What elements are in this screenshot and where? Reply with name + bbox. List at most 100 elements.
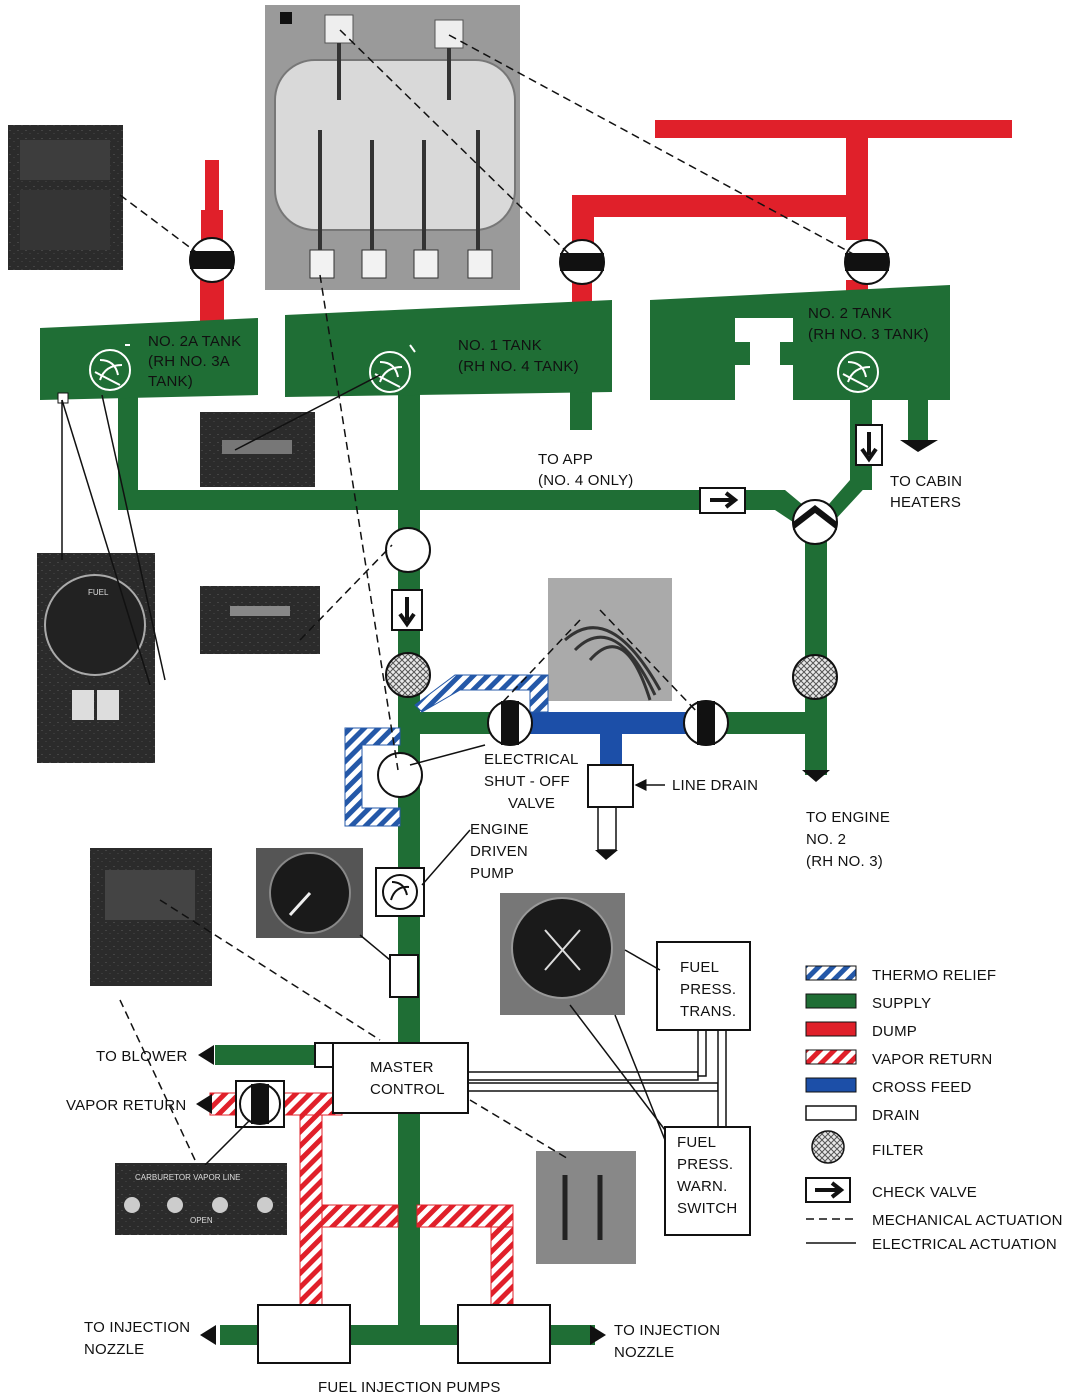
svg-text:TO APP: TO APP bbox=[538, 451, 593, 468]
electrical-actuation-lines bbox=[61, 374, 666, 1166]
photo-dump-panel bbox=[8, 125, 123, 270]
svg-text:NO. 2 TANK: NO. 2 TANK bbox=[808, 305, 892, 322]
fuel-injection-pumps bbox=[257, 1304, 551, 1364]
photo-warn-switch-levers bbox=[536, 1151, 636, 1264]
svg-text:HEATERS: HEATERS bbox=[890, 494, 961, 511]
legend-item-vapor-return: VAPOR RETURN bbox=[805, 1049, 992, 1068]
tank-1 bbox=[285, 300, 612, 397]
svg-text:MASTER: MASTER bbox=[370, 1059, 434, 1076]
svg-text:SHUT - OFF: SHUT - OFF bbox=[484, 773, 570, 790]
legend-item-check-valve: CHECK VALVE bbox=[805, 1177, 977, 1203]
svg-text:(RH NO. 3A: (RH NO. 3A bbox=[148, 353, 230, 370]
svg-text:ENGINE: ENGINE bbox=[470, 821, 529, 838]
svg-text:TO INJECTION: TO INJECTION bbox=[84, 1319, 190, 1336]
svg-text:PUMP: PUMP bbox=[470, 865, 514, 882]
svg-text:VAPOR RETURN: VAPOR RETURN bbox=[872, 1051, 992, 1068]
cross-feed-valve-icon bbox=[487, 700, 729, 746]
dump-lines bbox=[200, 120, 1012, 330]
label-engine-driven-pump: ENGINE DRIVEN PUMP bbox=[470, 821, 529, 882]
svg-text:ELECTRICAL: ELECTRICAL bbox=[484, 751, 579, 768]
svg-text:MECHANICAL ACTUATION: MECHANICAL ACTUATION bbox=[872, 1212, 1063, 1229]
filter-icon bbox=[385, 652, 838, 700]
svg-text:NOZZLE: NOZZLE bbox=[614, 1344, 674, 1361]
line-drain-box bbox=[587, 764, 634, 860]
svg-text:DRIVEN: DRIVEN bbox=[470, 843, 528, 860]
cross-feed-lines bbox=[530, 712, 690, 767]
legend-item-filter: FILTER bbox=[811, 1130, 924, 1164]
label-vapor-return: VAPOR RETURN bbox=[66, 1097, 186, 1114]
svg-text:FUEL: FUEL bbox=[680, 959, 719, 976]
svg-text:NOZZLE: NOZZLE bbox=[84, 1341, 144, 1358]
master-control-box: MASTER CONTROL bbox=[314, 1042, 469, 1114]
legend-item-mechanical-actuation: MECHANICAL ACTUATION bbox=[806, 1212, 1063, 1229]
label-to-engine: TO ENGINE NO. 2 (RH NO. 3) bbox=[806, 809, 890, 870]
label-to-injection-nozzle-left: TO INJECTION NOZZLE bbox=[84, 1319, 190, 1358]
photo-carburetor-vapor-panel: CARBURETOR VAPOR LINE OPEN bbox=[115, 1163, 287, 1235]
svg-text:(RH NO. 4 TANK): (RH NO. 4 TANK) bbox=[458, 358, 579, 375]
label-to-blower: TO BLOWER bbox=[96, 1048, 188, 1065]
photo-switch-panel-1 bbox=[200, 412, 315, 487]
carb-panel-label: CARBURETOR VAPOR LINE bbox=[135, 1173, 241, 1182]
photo-crossfeed-levers bbox=[548, 578, 672, 701]
engine-driven-pump-icon bbox=[375, 867, 425, 917]
photo-relay-panel bbox=[90, 848, 212, 986]
legend-item-dump: DUMP bbox=[805, 1021, 917, 1040]
svg-text:(RH NO. 3 TANK): (RH NO. 3 TANK) bbox=[808, 326, 929, 343]
fuel-press-warn-switch-box: FUEL PRESS. WARN. SWITCH bbox=[664, 1126, 751, 1236]
photo-pressure-gauge bbox=[256, 848, 363, 938]
svg-text:DRAIN: DRAIN bbox=[872, 1107, 920, 1124]
legend-item-electrical-actuation: ELECTRICAL ACTUATION bbox=[806, 1236, 1057, 1253]
legend-item-supply: SUPPLY bbox=[805, 993, 931, 1012]
selector-valve-icon bbox=[792, 499, 838, 545]
label-fuel-injection-pumps: FUEL INJECTION PUMPS bbox=[318, 1379, 501, 1396]
svg-text:(NO. 4 ONLY): (NO. 4 ONLY) bbox=[538, 472, 633, 489]
tank-2-label: NO. 2 TANK (RH NO. 3 TANK) bbox=[808, 305, 929, 343]
svg-text:WARN.: WARN. bbox=[677, 1178, 727, 1195]
fuel-gauge-title: FUEL bbox=[88, 588, 109, 597]
svg-text:THERMO RELIEF: THERMO RELIEF bbox=[872, 967, 996, 984]
mechanical-actuation-lines bbox=[119, 29, 856, 1161]
svg-text:NO. 2A TANK: NO. 2A TANK bbox=[148, 333, 241, 350]
legend-item-cross-feed: CROSS FEED bbox=[805, 1077, 972, 1096]
carb-panel-open: OPEN bbox=[190, 1216, 213, 1225]
svg-text:CHECK VALVE: CHECK VALVE bbox=[872, 1184, 977, 1201]
svg-text:TRANS.: TRANS. bbox=[680, 1003, 736, 1020]
svg-text:TO CABIN: TO CABIN bbox=[890, 473, 962, 490]
photo-throttle-quadrant bbox=[265, 5, 520, 290]
label-to-injection-nozzle-right: TO INJECTION NOZZLE bbox=[614, 1322, 720, 1361]
tank-1-label: NO. 1 TANK (RH NO. 4 TANK) bbox=[458, 337, 579, 375]
svg-text:NO. 2: NO. 2 bbox=[806, 831, 846, 848]
check-valve-icon bbox=[391, 424, 883, 631]
svg-text:FUEL: FUEL bbox=[677, 1134, 716, 1151]
svg-text:TO INJECTION: TO INJECTION bbox=[614, 1322, 720, 1339]
photo-fuel-gauge-panel: FUEL bbox=[37, 553, 155, 763]
svg-text:FILTER: FILTER bbox=[872, 1142, 924, 1159]
svg-text:VALVE: VALVE bbox=[508, 795, 555, 812]
legend-item-drain: DRAIN bbox=[805, 1105, 920, 1124]
dump-valve-icon bbox=[189, 237, 890, 285]
legend: THERMO RELIEF SUPPLY DUMP VAPOR RETURN C… bbox=[805, 965, 1063, 1253]
label-to-app: TO APP (NO. 4 ONLY) bbox=[538, 451, 633, 489]
svg-text:NO. 1 TANK: NO. 1 TANK bbox=[458, 337, 542, 354]
svg-text:(RH NO. 3): (RH NO. 3) bbox=[806, 853, 883, 870]
svg-text:PRESS.: PRESS. bbox=[677, 1156, 733, 1173]
tank-2a-label: NO. 2A TANK (RH NO. 3A TANK) bbox=[148, 333, 241, 390]
label-to-cabin-heaters: TO CABIN HEATERS bbox=[890, 473, 962, 511]
svg-text:DUMP: DUMP bbox=[872, 1023, 917, 1040]
svg-text:SWITCH: SWITCH bbox=[677, 1200, 737, 1217]
svg-text:PRESS.: PRESS. bbox=[680, 981, 736, 998]
pressure-tap-box bbox=[389, 954, 419, 998]
photo-switch-panel-2 bbox=[200, 586, 320, 654]
label-electrical-shutoff-valve: ELECTRICAL SHUT - OFF VALVE bbox=[484, 751, 579, 812]
svg-text:TO ENGINE: TO ENGINE bbox=[806, 809, 890, 826]
vapor-return-valve-icon bbox=[235, 1080, 285, 1128]
label-line-drain: LINE DRAIN bbox=[672, 777, 758, 794]
svg-text:CONTROL: CONTROL bbox=[370, 1081, 445, 1098]
legend-item-thermo-relief: THERMO RELIEF bbox=[805, 965, 996, 984]
svg-text:CROSS FEED: CROSS FEED bbox=[872, 1079, 972, 1096]
boost-pump-icon bbox=[89, 344, 879, 393]
photo-fuel-pressure-gauge bbox=[500, 893, 625, 1015]
tank-2 bbox=[650, 285, 950, 400]
svg-text:SUPPLY: SUPPLY bbox=[872, 995, 931, 1012]
